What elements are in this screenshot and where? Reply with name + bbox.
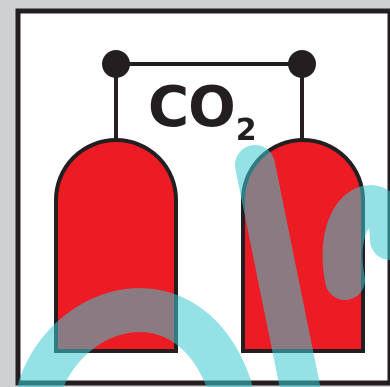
watermark-arc <box>18 288 252 387</box>
co2-label: CO2 <box>148 80 257 149</box>
watermark-diagonal <box>235 145 320 387</box>
valve-right <box>288 50 316 78</box>
watermark-curl <box>322 185 390 300</box>
co2-label-subscript: 2 <box>235 113 257 148</box>
watermark <box>18 145 390 387</box>
connecting-pipe <box>114 62 304 140</box>
co2-label-main: CO <box>148 75 236 140</box>
valve-left <box>102 50 130 78</box>
